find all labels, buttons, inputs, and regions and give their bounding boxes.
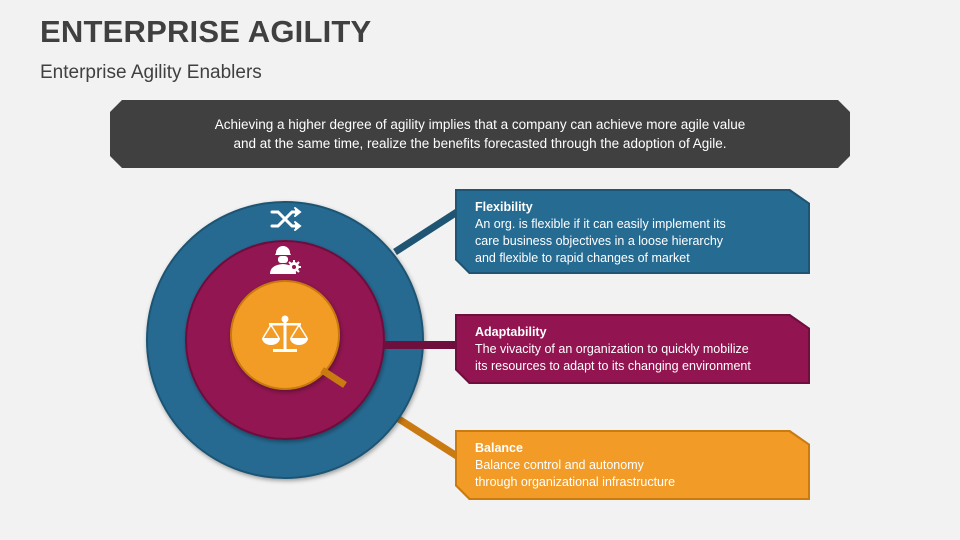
banner-line-2: and at the same time, realize the benefi…: [233, 136, 727, 151]
card-text-line: The vivacity of an organization to quick…: [475, 342, 749, 356]
card-text-line: An org. is flexible if it can easily imp…: [475, 217, 726, 231]
worker-gear-icon: [270, 246, 301, 274]
page-title: ENTERPRISE AGILITY: [40, 14, 372, 49]
card-text-line: Balance control and autonomy: [475, 458, 644, 472]
balance-scale-icon: [262, 315, 308, 352]
card-heading: Balance: [475, 441, 523, 455]
card-flexibility: Flexibility An org. is flexible if it ca…: [455, 189, 810, 274]
banner-line-1: Achieving a higher degree of agility imp…: [214, 117, 746, 132]
card-balance: Balance Balance control and autonomy thr…: [455, 430, 810, 500]
connector-flexibility: [393, 209, 459, 255]
card-text-line: its resources to adapt to its changing e…: [475, 359, 751, 373]
card-heading: Flexibility: [475, 200, 533, 214]
banner-text: Achieving a higher degree of agility imp…: [160, 115, 800, 153]
connector-balance-inner: [320, 367, 347, 388]
card-heading: Adaptability: [475, 325, 547, 339]
shuffle-icon: [270, 207, 302, 231]
page-subtitle: Enterprise Agility Enablers: [40, 62, 262, 83]
card-text-line: care business objectives in a loose hier…: [475, 234, 724, 248]
card-text-line: through organizational infrastructure: [475, 475, 676, 489]
card-adaptability: Adaptability The vivacity of an organiza…: [455, 314, 810, 384]
intro-banner: Achieving a higher degree of agility imp…: [110, 100, 850, 168]
card-text-line: and flexible to rapid changes of market: [475, 251, 690, 265]
